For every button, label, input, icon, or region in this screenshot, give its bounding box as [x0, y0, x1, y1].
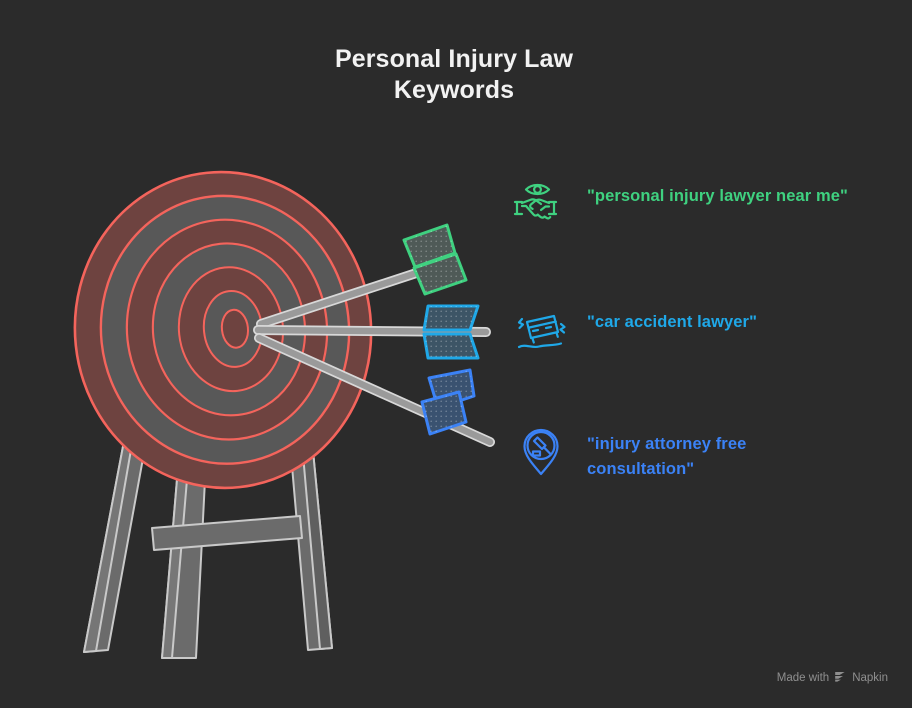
eye-handshake-icon	[513, 176, 569, 232]
watermark-text: Made with	[776, 672, 830, 684]
target-face	[73, 170, 373, 490]
keyword-item-car-accident-lawyer[interactable]: "car accident lawyer"	[505, 290, 905, 358]
keyword-label: "car accident lawyer"	[587, 313, 758, 331]
arrow-green-fletching	[402, 223, 468, 296]
keyword-label: "injury attorney free consultation"	[587, 435, 747, 478]
keyword-list: "personal injury lawyer near me" "car ac…	[505, 150, 905, 530]
arrow-green	[256, 223, 468, 329]
napkin-logo-icon	[834, 670, 847, 686]
archery-target-illustration	[0, 120, 500, 680]
arrow-cyan	[253, 304, 491, 360]
arrow-cyan-fletching	[422, 304, 480, 360]
keyword-item-personal-injury-lawyer-near-me[interactable]: "personal injury lawyer near me"	[505, 164, 905, 232]
gavel-map-pin-icon	[513, 424, 569, 480]
watermark: Made with Napkin	[777, 670, 888, 686]
keyword-label: "personal injury lawyer near me"	[587, 187, 848, 205]
target-bullseye	[220, 308, 250, 349]
crashed-car-icon	[513, 302, 569, 358]
arrow-blue-fletching	[420, 368, 476, 436]
arrow-blue	[254, 333, 495, 447]
keyword-item-injury-attorney-free-consultation[interactable]: "injury attorney free consultation"	[505, 412, 905, 482]
page-title: Personal Injury Law Keywords	[334, 45, 574, 104]
watermark-brand: Napkin	[852, 672, 888, 684]
